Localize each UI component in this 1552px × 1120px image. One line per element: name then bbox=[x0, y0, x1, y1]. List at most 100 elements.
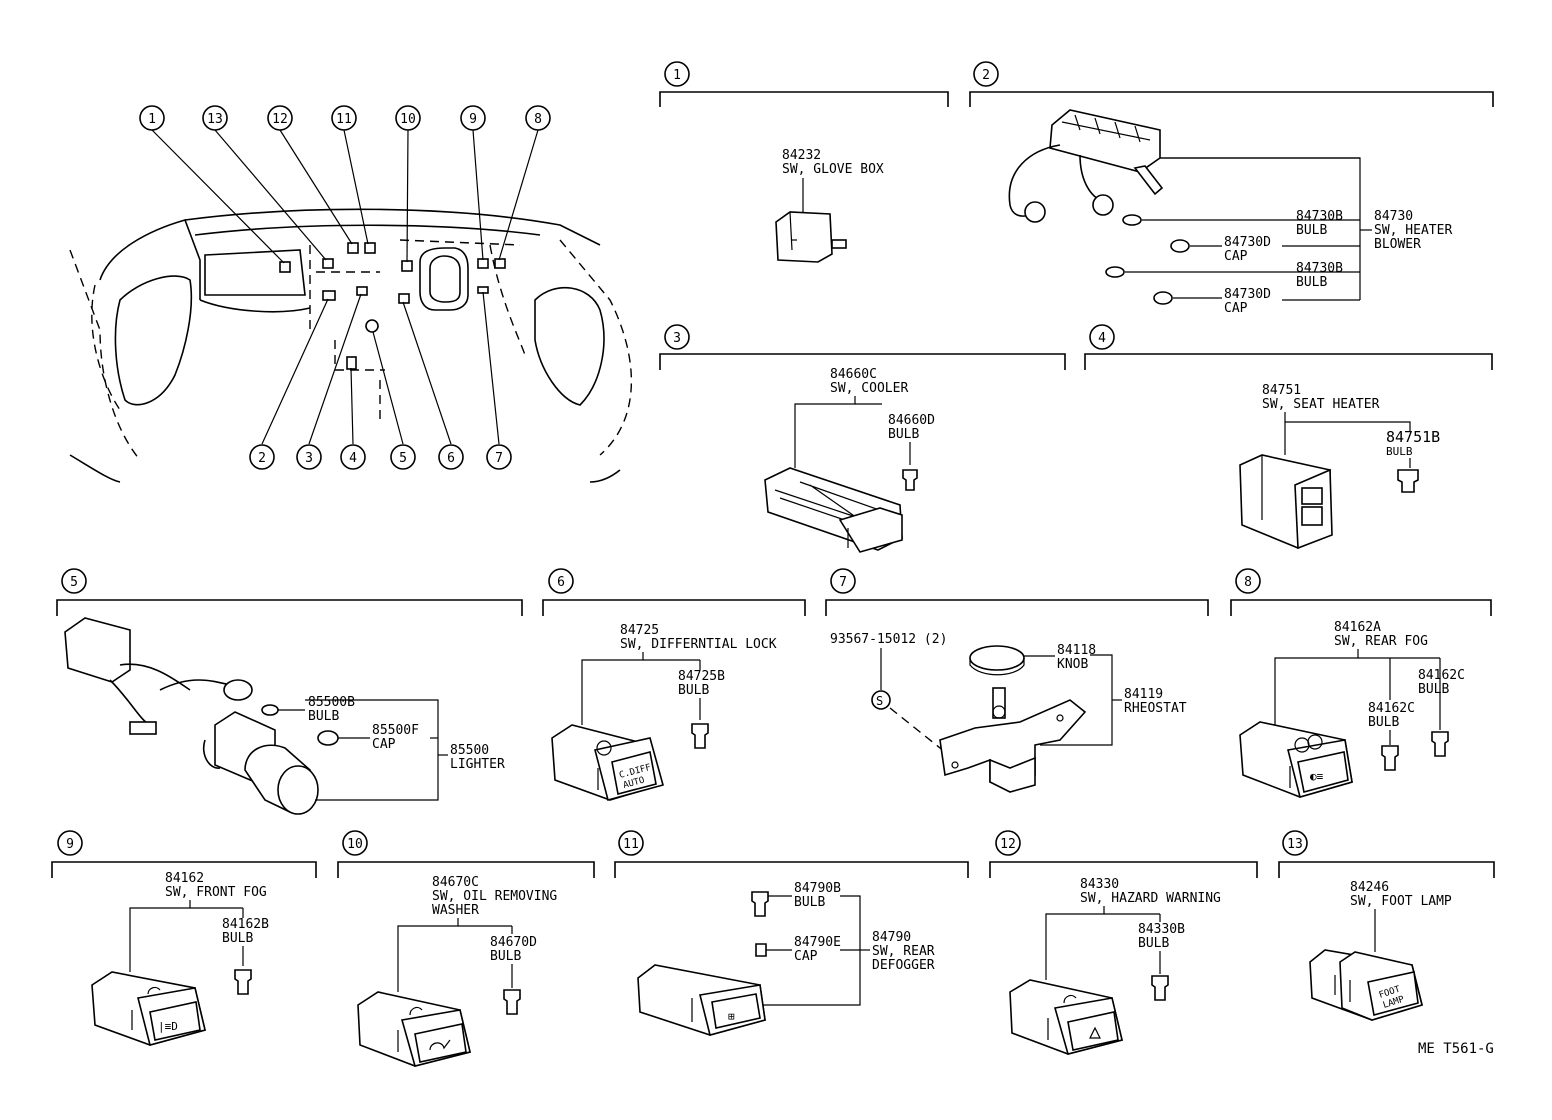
section-8-rear-fog-switch: 8 84162A SW, REAR FOG 84162C BULB 84162C… bbox=[1230, 568, 1492, 798]
svg-text:85500B: 85500B bbox=[308, 695, 355, 710]
svg-text:84119: 84119 bbox=[1124, 687, 1163, 702]
svg-text:6: 6 bbox=[447, 451, 455, 466]
svg-text:CAP: CAP bbox=[794, 949, 818, 964]
svg-text:BULB: BULB bbox=[1368, 715, 1399, 730]
svg-text:BULB: BULB bbox=[490, 949, 521, 964]
svg-text:84162C: 84162C bbox=[1418, 668, 1465, 683]
reference-code: ME T561-G bbox=[1418, 1041, 1494, 1057]
differential-lock-bulb-part bbox=[691, 723, 709, 749]
overview-callout-9: 9 bbox=[460, 105, 486, 131]
svg-text:84118: 84118 bbox=[1057, 643, 1096, 658]
svg-text:BULB: BULB bbox=[308, 709, 339, 724]
svg-text:84730: 84730 bbox=[1374, 209, 1413, 224]
section-4-seat-heater-switch: 4 84751 SW, SEAT HEATER 84751B BULB bbox=[1084, 324, 1493, 550]
glove-box-switch-part bbox=[775, 211, 847, 263]
svg-text:6: 6 bbox=[557, 575, 565, 590]
svg-text:10: 10 bbox=[347, 837, 363, 852]
defogger-icon: ⊞ bbox=[728, 1010, 735, 1023]
svg-text:SW, HEATER: SW, HEATER bbox=[1374, 223, 1452, 238]
svg-text:84751: 84751 bbox=[1262, 383, 1301, 398]
svg-text:1: 1 bbox=[148, 112, 156, 127]
svg-text:84162: 84162 bbox=[165, 871, 204, 886]
svg-text:13: 13 bbox=[1287, 837, 1303, 852]
overview-callout-1: 1 bbox=[139, 105, 165, 131]
cooler-switch-part bbox=[764, 467, 903, 553]
svg-text:84730B: 84730B bbox=[1296, 261, 1343, 276]
overview-callout-11: 11 bbox=[331, 105, 357, 131]
hazard-warning-bulb-part bbox=[1151, 975, 1169, 1001]
front-fog-switch-part: |≡D bbox=[91, 971, 206, 1046]
svg-text:BULB: BULB bbox=[888, 427, 919, 442]
rear-defogger-bulb-part bbox=[751, 891, 769, 917]
svg-text:BULB: BULB bbox=[678, 683, 709, 698]
svg-text:DEFOGGER: DEFOGGER bbox=[872, 958, 935, 973]
svg-text:93567-15012 (2): 93567-15012 (2) bbox=[830, 632, 947, 647]
section-13-foot-lamp-switch: 13 84246 SW, FOOT LAMP FOOT LAMP bbox=[1278, 830, 1495, 1021]
oil-removing-washer-bulb-part bbox=[503, 989, 521, 1015]
svg-text:2: 2 bbox=[982, 68, 990, 83]
svg-text:2: 2 bbox=[258, 451, 266, 466]
svg-text:SW, DIFFERNTIAL LOCK: SW, DIFFERNTIAL LOCK bbox=[620, 637, 777, 652]
svg-text:9: 9 bbox=[66, 837, 74, 852]
svg-text:8: 8 bbox=[1244, 575, 1252, 590]
svg-text:84660C: 84660C bbox=[830, 367, 877, 382]
dashboard-overview: 1 13 12 11 10 9 8 2 3 4 5 6 7 bbox=[69, 105, 632, 483]
section-7-rheostat: 7 93567-15012 (2) S 84118 KNOB 84119 RHE… bbox=[825, 568, 1209, 793]
heater-blower-switch-part bbox=[1008, 109, 1164, 223]
svg-text:1: 1 bbox=[673, 68, 681, 83]
rear-defogger-switch-part: ⊞ bbox=[637, 964, 766, 1036]
svg-text:KNOB: KNOB bbox=[1057, 657, 1088, 672]
svg-text:84790E: 84790E bbox=[794, 935, 841, 950]
svg-text:LIGHTER: LIGHTER bbox=[450, 757, 505, 772]
hazard-warning-switch-part bbox=[1009, 979, 1123, 1055]
overview-callout-7: 7 bbox=[486, 444, 512, 470]
section-9-front-fog-switch: 9 84162 SW, FRONT FOG 84162B BULB |≡D bbox=[51, 830, 317, 1046]
foot-lamp-switch-part: FOOT LAMP bbox=[1309, 949, 1423, 1021]
svg-text:84725B: 84725B bbox=[678, 669, 725, 684]
section-6-differential-lock-switch: 6 84725 SW, DIFFERNTIAL LOCK 84725B BULB… bbox=[542, 568, 806, 801]
svg-text:BULB: BULB bbox=[1296, 223, 1327, 238]
svg-text:SW, GLOVE BOX: SW, GLOVE BOX bbox=[782, 162, 884, 177]
svg-text:12: 12 bbox=[1000, 837, 1016, 852]
section-11-rear-defogger-switch: 11 84790B BULB 84790E CAP 84790 SW, REAR… bbox=[614, 830, 969, 1036]
overview-callout-6: 6 bbox=[438, 444, 464, 470]
section-1-glove-box-switch: 1 84232 SW, GLOVE BOX bbox=[659, 61, 949, 263]
svg-text:SW, SEAT HEATER: SW, SEAT HEATER bbox=[1262, 397, 1380, 412]
overview-callout-4: 4 bbox=[340, 444, 366, 470]
svg-text:84790B: 84790B bbox=[794, 881, 841, 896]
svg-text:5: 5 bbox=[399, 451, 407, 466]
svg-text:SW, REAR: SW, REAR bbox=[872, 944, 935, 959]
section-10-oil-removing-washer-switch: 10 84670C SW, OIL REMOVING WASHER 84670D… bbox=[337, 830, 595, 1067]
svg-text:12: 12 bbox=[272, 112, 288, 127]
svg-text:4: 4 bbox=[349, 451, 357, 466]
svg-text:84670D: 84670D bbox=[490, 935, 537, 950]
svg-text:84730D: 84730D bbox=[1224, 287, 1271, 302]
svg-text:84730D: 84730D bbox=[1224, 235, 1271, 250]
svg-text:SW, COOLER: SW, COOLER bbox=[830, 381, 908, 396]
svg-text:9: 9 bbox=[469, 112, 477, 127]
svg-text:BULB: BULB bbox=[1138, 936, 1169, 951]
svg-text:BLOWER: BLOWER bbox=[1374, 237, 1421, 252]
svg-text:84162B: 84162B bbox=[222, 917, 269, 932]
svg-text:BULB: BULB bbox=[222, 931, 253, 946]
svg-text:85500: 85500 bbox=[450, 743, 489, 758]
overview-callout-13: 13 bbox=[202, 105, 228, 131]
svg-text:84330: 84330 bbox=[1080, 877, 1119, 892]
overview-callout-2: 2 bbox=[249, 444, 275, 470]
svg-text:5: 5 bbox=[70, 575, 78, 590]
svg-text:7: 7 bbox=[495, 451, 503, 466]
svg-text:13: 13 bbox=[207, 112, 223, 127]
overview-callout-8: 8 bbox=[525, 105, 551, 131]
screw-icon: S bbox=[871, 690, 891, 710]
svg-text:84751B: 84751B bbox=[1386, 428, 1440, 446]
rheostat-part bbox=[939, 687, 1087, 793]
lighter-part bbox=[64, 617, 319, 815]
svg-text:84330B: 84330B bbox=[1138, 922, 1185, 937]
svg-text:S: S bbox=[876, 694, 883, 708]
svg-text:CAP: CAP bbox=[372, 737, 396, 752]
svg-text:SW, FRONT FOG: SW, FRONT FOG bbox=[165, 885, 267, 900]
svg-text:84790: 84790 bbox=[872, 930, 911, 945]
svg-text:BULB: BULB bbox=[1296, 275, 1327, 290]
svg-text:BULB: BULB bbox=[1386, 445, 1413, 458]
rear-fog-bulb-part-1 bbox=[1381, 745, 1399, 771]
